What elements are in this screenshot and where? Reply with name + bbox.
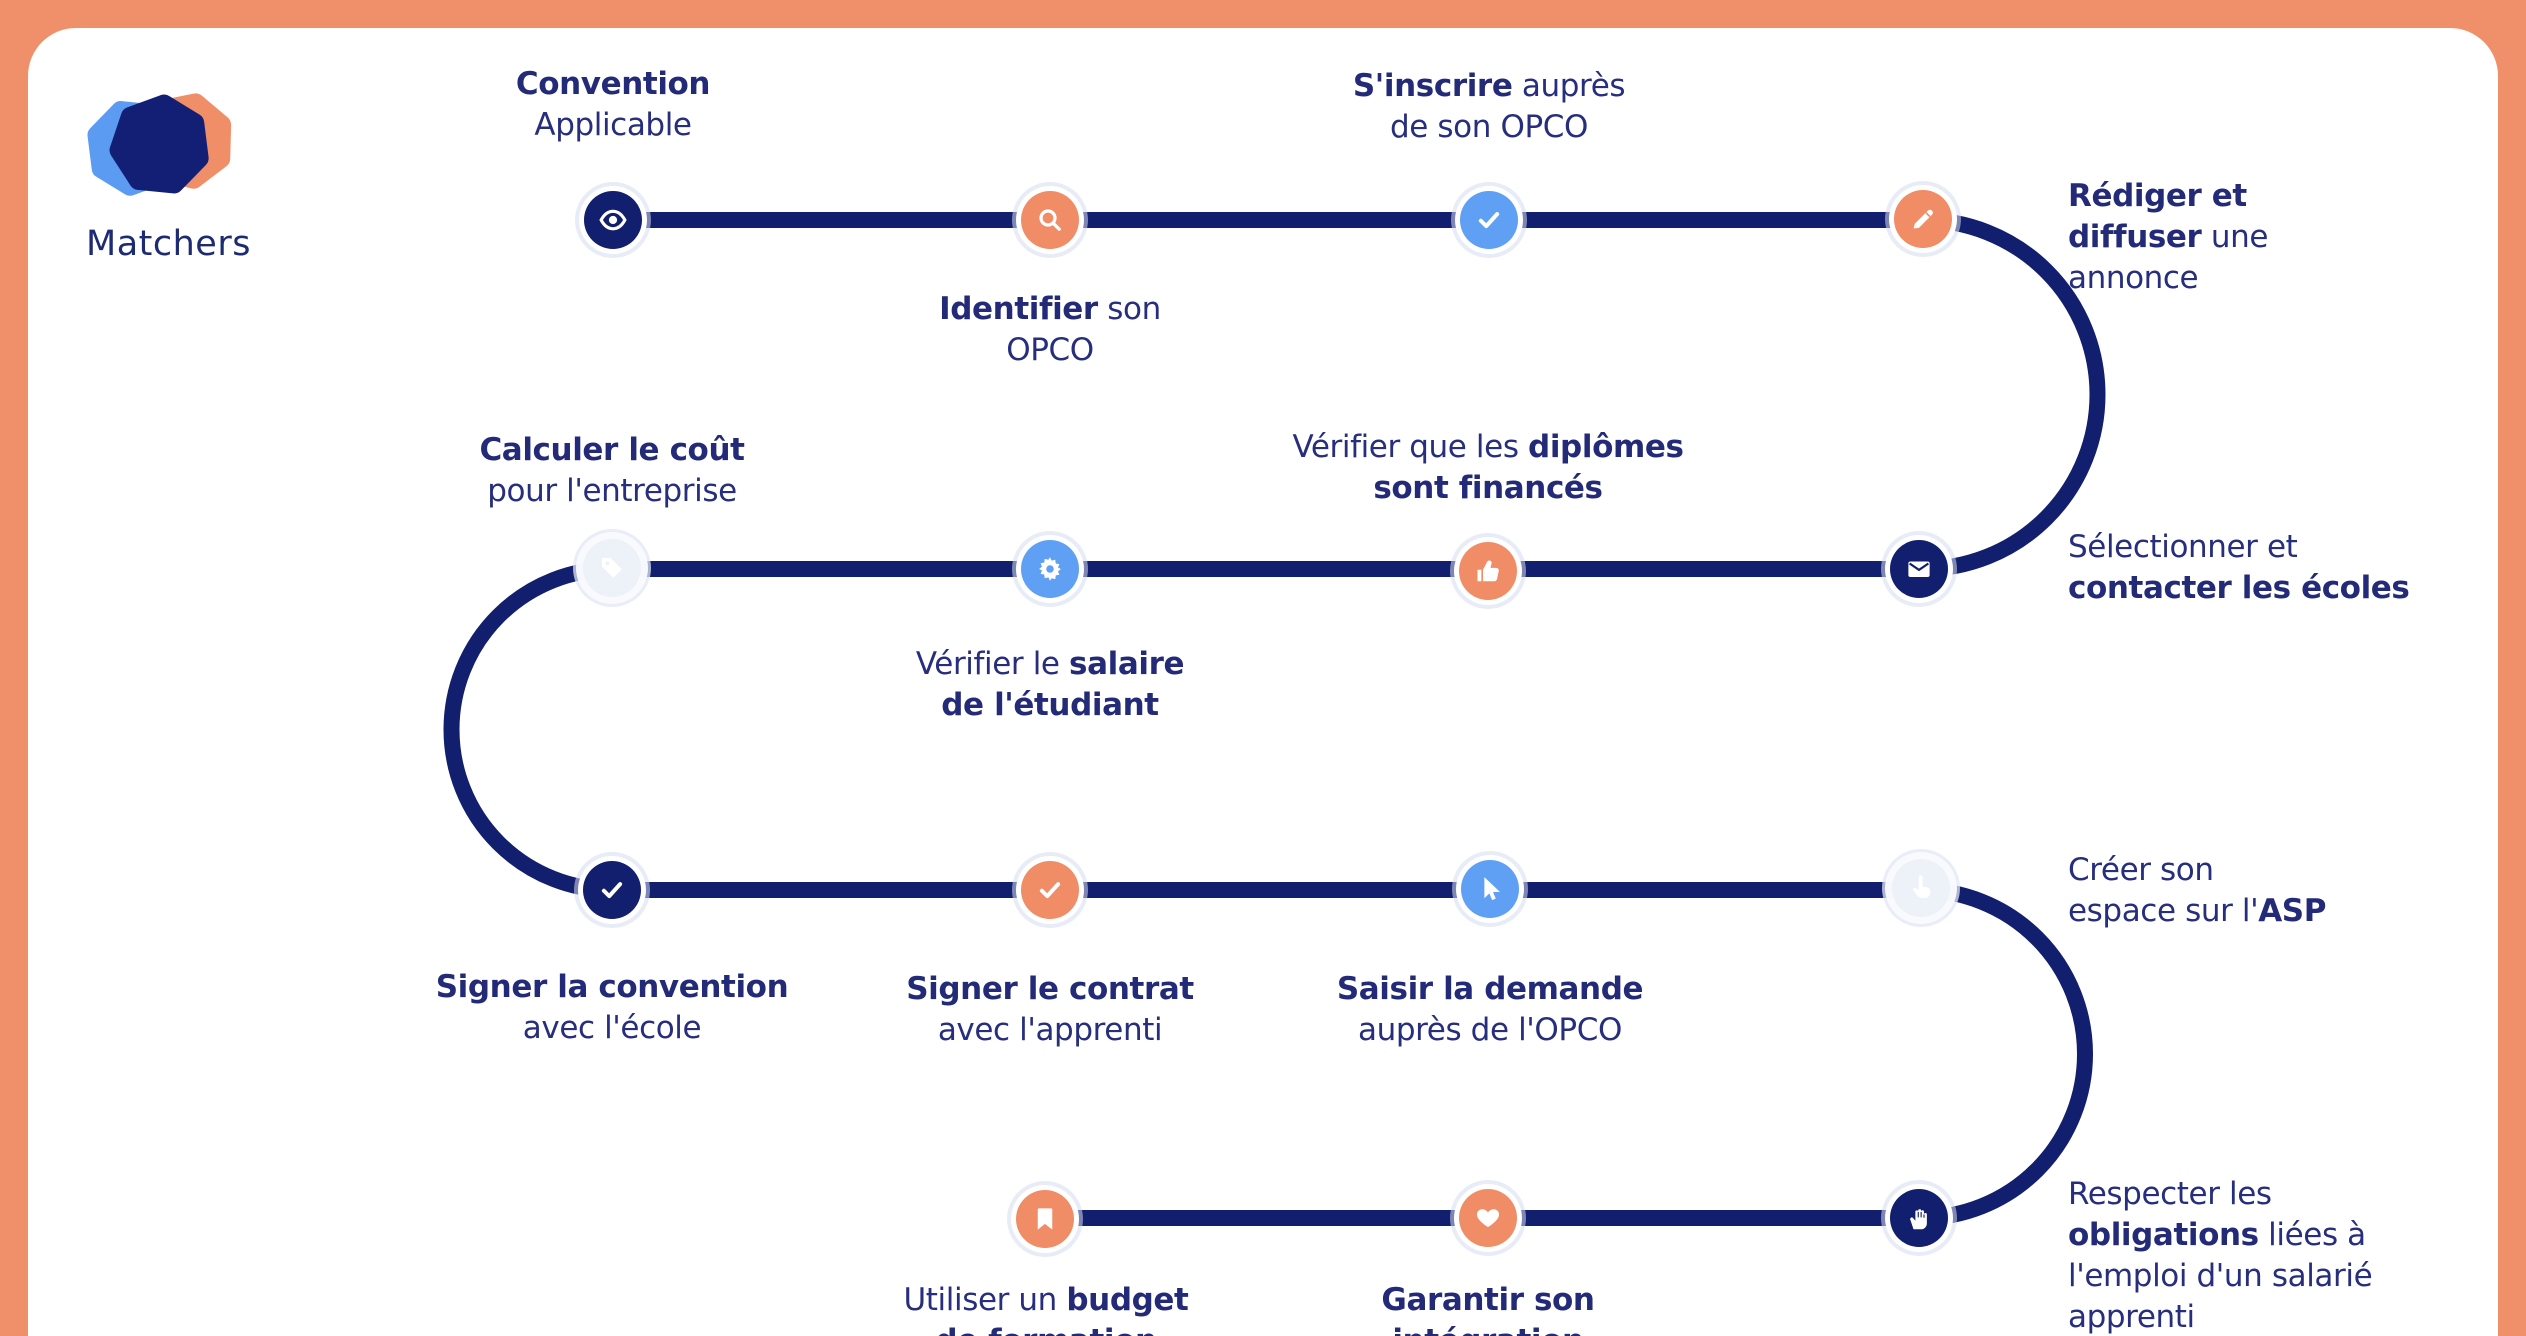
label-line: avec l'apprenti xyxy=(937,1012,1163,1048)
step-label-rediger-annonce: Rédiger et diffuser une annonce xyxy=(2068,176,2488,299)
card-background xyxy=(28,28,2498,1336)
label-line: Vérifier que les diplômes xyxy=(1292,429,1684,465)
label-line: espace sur l'ASP xyxy=(2068,893,2327,929)
matchers-logo-icon xyxy=(87,93,232,196)
label-line: Utiliser un budget xyxy=(903,1282,1189,1318)
step-node-signer-contrat xyxy=(1021,861,1079,919)
raised-hand-icon xyxy=(1910,1209,1927,1230)
step-label-garantir-integration: Garantir son intégration xyxy=(1208,1280,1768,1336)
bookmark-icon xyxy=(1037,1208,1053,1230)
label-line: Signer le contrat xyxy=(906,971,1194,1007)
step-node-sinscrire-opco xyxy=(1460,191,1518,249)
label-line: diffuser une xyxy=(2068,219,2269,255)
label-line: OPCO xyxy=(1006,332,1094,368)
step-node-selectionner-ecoles xyxy=(1890,540,1948,598)
label-line: Applicable xyxy=(534,107,692,143)
step-label-selectionner-ecoles: Sélectionner et contacter les écoles xyxy=(2068,527,2488,609)
step-label-signer-contrat: Signer le contrat avec l'apprenti xyxy=(770,969,1330,1051)
check-icon xyxy=(1039,882,1061,899)
label-line: intégration xyxy=(1208,1321,1768,1336)
label-line: obligations liées à xyxy=(2068,1217,2366,1253)
step-node-identifier-opco xyxy=(1021,191,1079,249)
step-node-signer-convention xyxy=(583,861,641,919)
label-line: Créer son xyxy=(2068,852,2214,888)
label-line: apprenti xyxy=(2068,1299,2195,1335)
step-label-verifier-salaire: Vérifier le salaire de l'étudiant xyxy=(770,644,1330,726)
step-node-utiliser-budget xyxy=(1016,1190,1074,1248)
label-line: pour l'entreprise xyxy=(487,473,737,509)
label-line: auprès de l'OPCO xyxy=(1358,1012,1622,1048)
label-line: Calculer le coût xyxy=(479,432,745,468)
step-node-convention-applicable xyxy=(584,191,642,249)
eye-icon xyxy=(599,209,627,231)
step-label-verifier-diplomes: Vérifier que les diplômes sont financés xyxy=(1208,427,1768,509)
step-label-respecter-obligations: Respecter les obligations liées à l'emploi… xyxy=(2068,1174,2488,1336)
label-line: Saisir la demande xyxy=(1336,971,1644,1007)
search-icon xyxy=(1039,209,1061,231)
step-label-calculer-cout: Calculer le coût pour l'entreprise xyxy=(332,430,892,512)
label-line: Garantir son xyxy=(1381,1282,1595,1318)
logo-navy-shape xyxy=(109,94,209,194)
label-line: de l'étudiant xyxy=(941,687,1159,723)
step-node-verifier-diplomes xyxy=(1459,542,1517,600)
pointer-hand-icon xyxy=(1913,875,1931,898)
tag-icon xyxy=(602,558,622,578)
label-line: de son OPCO xyxy=(1390,109,1588,145)
step-label-signer-convention: Signer la convention avec l'école xyxy=(332,967,892,1049)
step-label-saisir-demande: Saisir la demande auprès de l'OPCO xyxy=(1210,969,1770,1051)
pencil-icon xyxy=(1913,209,1933,229)
serpentine-line xyxy=(443,212,2106,1226)
label-line: l'emploi d'un salarié xyxy=(2068,1258,2373,1294)
label-line: contacter les écoles xyxy=(2068,570,2410,606)
label-line: Identifier son xyxy=(939,291,1161,327)
gear-icon xyxy=(1039,557,1061,581)
check-icon xyxy=(1478,212,1500,229)
matchers-logo-text: Matchers xyxy=(86,224,251,264)
step-node-rediger-annonce xyxy=(1894,190,1952,248)
label-line: S'inscrire auprès xyxy=(1352,68,1626,104)
label-line: Sélectionner et xyxy=(2068,529,2298,565)
step-node-verifier-salaire xyxy=(1021,540,1079,598)
matchers-logo: Matchers xyxy=(84,76,284,264)
label-line: avec l'école xyxy=(522,1010,702,1046)
label-line: sont financés xyxy=(1373,470,1603,506)
label-line: Respecter les xyxy=(2068,1176,2272,1212)
step-label-sinscrire-opco: S'inscrire auprès de son OPCO xyxy=(1209,66,1769,148)
label-line: Convention xyxy=(515,66,711,102)
step-node-calculer-cout xyxy=(583,539,641,597)
step-label-creer-espace-asp: Créer son espace sur l'ASP xyxy=(2068,850,2488,932)
check-icon xyxy=(601,882,623,899)
label-line: Signer la convention xyxy=(435,969,789,1005)
cursor-icon xyxy=(1484,877,1500,901)
step-label-utiliser-budget: Utiliser un budget de formation xyxy=(766,1280,1326,1336)
step-node-garantir-integration xyxy=(1459,1189,1517,1247)
label-line: Rédiger et xyxy=(2068,178,2247,214)
label-line: de formation xyxy=(766,1321,1326,1336)
label-line: Vérifier le salaire xyxy=(915,646,1185,682)
step-node-saisir-demande xyxy=(1461,860,1519,918)
step-node-respecter-obligations xyxy=(1890,1189,1948,1247)
thumbs-up-icon xyxy=(1477,560,1499,582)
heart-icon xyxy=(1476,1209,1500,1228)
label-line: annonce xyxy=(2068,260,2199,296)
step-node-creer-espace-asp xyxy=(1892,859,1950,917)
envelope-icon xyxy=(1908,561,1930,577)
